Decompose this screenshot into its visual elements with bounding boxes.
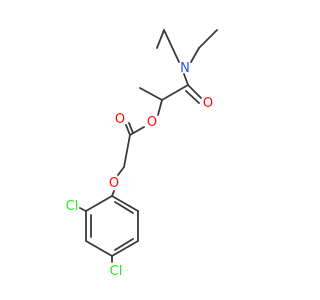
bond-alpha-c-methyl xyxy=(139,87,163,101)
bond-amide-c-o-2 xyxy=(185,90,200,104)
bond-ester-c-o-1 xyxy=(125,124,131,136)
bond-ester-c-o-2 xyxy=(128,122,134,134)
ring-bond-1 xyxy=(85,195,113,212)
atom-label-chlorine-ortho: Cl xyxy=(66,199,79,214)
bond-ch2-ether-o xyxy=(117,166,125,176)
ring-bond-4 xyxy=(111,240,139,257)
bond-ester-c-ch2 xyxy=(123,134,131,168)
bond-n-ethyl2-ch2 xyxy=(190,47,200,63)
atom-label-ether-oxygen: O xyxy=(109,176,119,191)
ring-bond-3 xyxy=(85,240,113,257)
bond-ethyl1-ch3 xyxy=(156,29,165,49)
bond-ethyl1-ch2-n xyxy=(163,29,180,63)
bond-ethyl2-ch3 xyxy=(198,29,218,49)
molecule-structure: N O O O O Cl Cl xyxy=(66,29,218,279)
bond-ester-o-carbonyl-c xyxy=(129,126,145,136)
ring-double-2 xyxy=(114,238,134,251)
ring-bond-6 xyxy=(111,195,139,212)
atom-label-amide-oxygen: O xyxy=(203,96,213,111)
bond-carbonyl-alpha-c xyxy=(161,84,189,101)
ring-double-3 xyxy=(114,201,134,214)
atom-label-ester-oxygen: O xyxy=(147,115,157,130)
bond-alpha-c-ester-o xyxy=(157,99,163,116)
bond-amide-c-o-1 xyxy=(187,84,202,99)
atom-label-nitrogen: N xyxy=(180,61,190,76)
atom-label-chlorine-para: Cl xyxy=(110,264,123,279)
atom-label-ester-carbonyl-oxygen: O xyxy=(115,112,125,127)
molecule-canvas: N O O O O Cl Cl xyxy=(66,29,218,279)
bond-n-carbonyl-c xyxy=(183,73,189,86)
bond-ring-cl-ortho xyxy=(79,207,87,212)
